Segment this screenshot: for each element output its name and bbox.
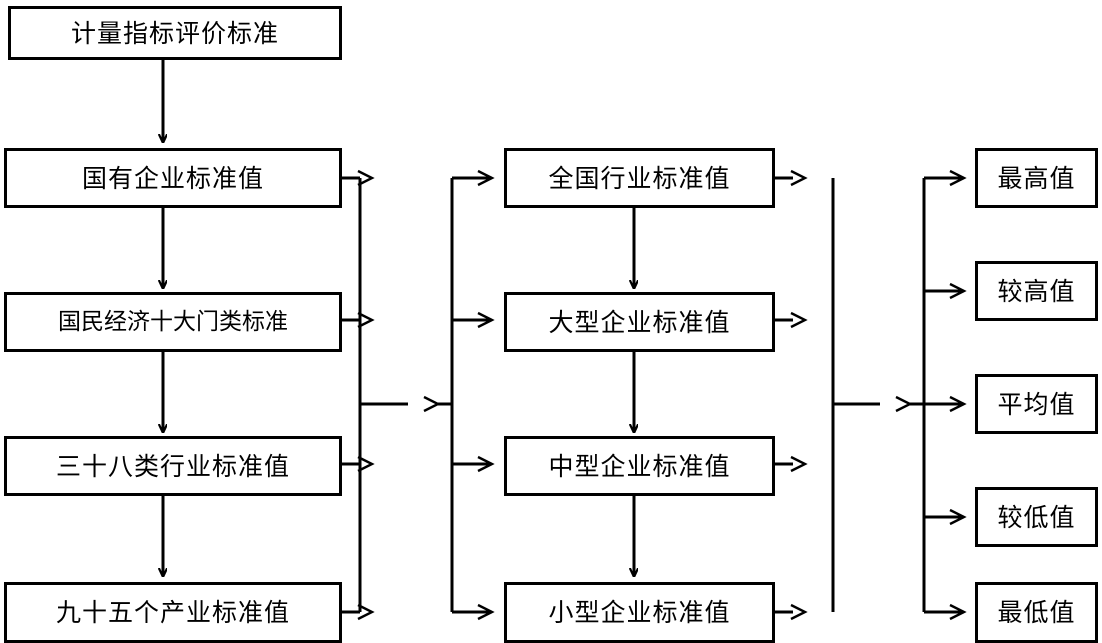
node-root[interactable]: 计量指标评价标准 — [8, 6, 342, 60]
node-label: 国民经济十大门类标准 — [58, 308, 288, 335]
node-label: 九十五个产业标准值 — [55, 598, 290, 627]
node-col2-1[interactable]: 全国行业标准值 — [504, 148, 775, 208]
node-label: 最低值 — [997, 598, 1076, 627]
node-label: 三十八类行业标准值 — [55, 451, 290, 481]
node-label: 较高值 — [997, 276, 1076, 306]
node-label: 全国行业标准值 — [548, 163, 731, 193]
node-col3-5[interactable]: 最低值 — [975, 582, 1098, 643]
node-label: 最高值 — [997, 163, 1076, 193]
node-label: 国有企业标准值 — [81, 163, 264, 193]
node-col1-4[interactable]: 九十五个产业标准值 — [4, 582, 342, 643]
node-label: 平均值 — [997, 389, 1076, 419]
node-col3-4[interactable]: 较低值 — [975, 487, 1098, 547]
node-col2-3[interactable]: 中型企业标准值 — [504, 436, 775, 496]
node-label: 大型企业标准值 — [548, 307, 731, 337]
node-col1-2[interactable]: 国民经济十大门类标准 — [4, 292, 342, 352]
node-root-label: 计量指标评价标准 — [70, 18, 279, 48]
node-col1-1[interactable]: 国有企业标准值 — [4, 148, 342, 208]
node-label: 小型企业标准值 — [548, 598, 731, 627]
node-col3-2[interactable]: 较高值 — [975, 261, 1098, 321]
node-col3-1[interactable]: 最高值 — [975, 148, 1098, 208]
node-label: 较低值 — [997, 502, 1076, 532]
node-col3-3[interactable]: 平均值 — [975, 374, 1098, 434]
node-col2-2[interactable]: 大型企业标准值 — [504, 292, 775, 352]
node-label: 中型企业标准值 — [548, 451, 731, 481]
node-col1-3[interactable]: 三十八类行业标准值 — [4, 436, 342, 496]
node-col2-4[interactable]: 小型企业标准值 — [504, 582, 775, 643]
